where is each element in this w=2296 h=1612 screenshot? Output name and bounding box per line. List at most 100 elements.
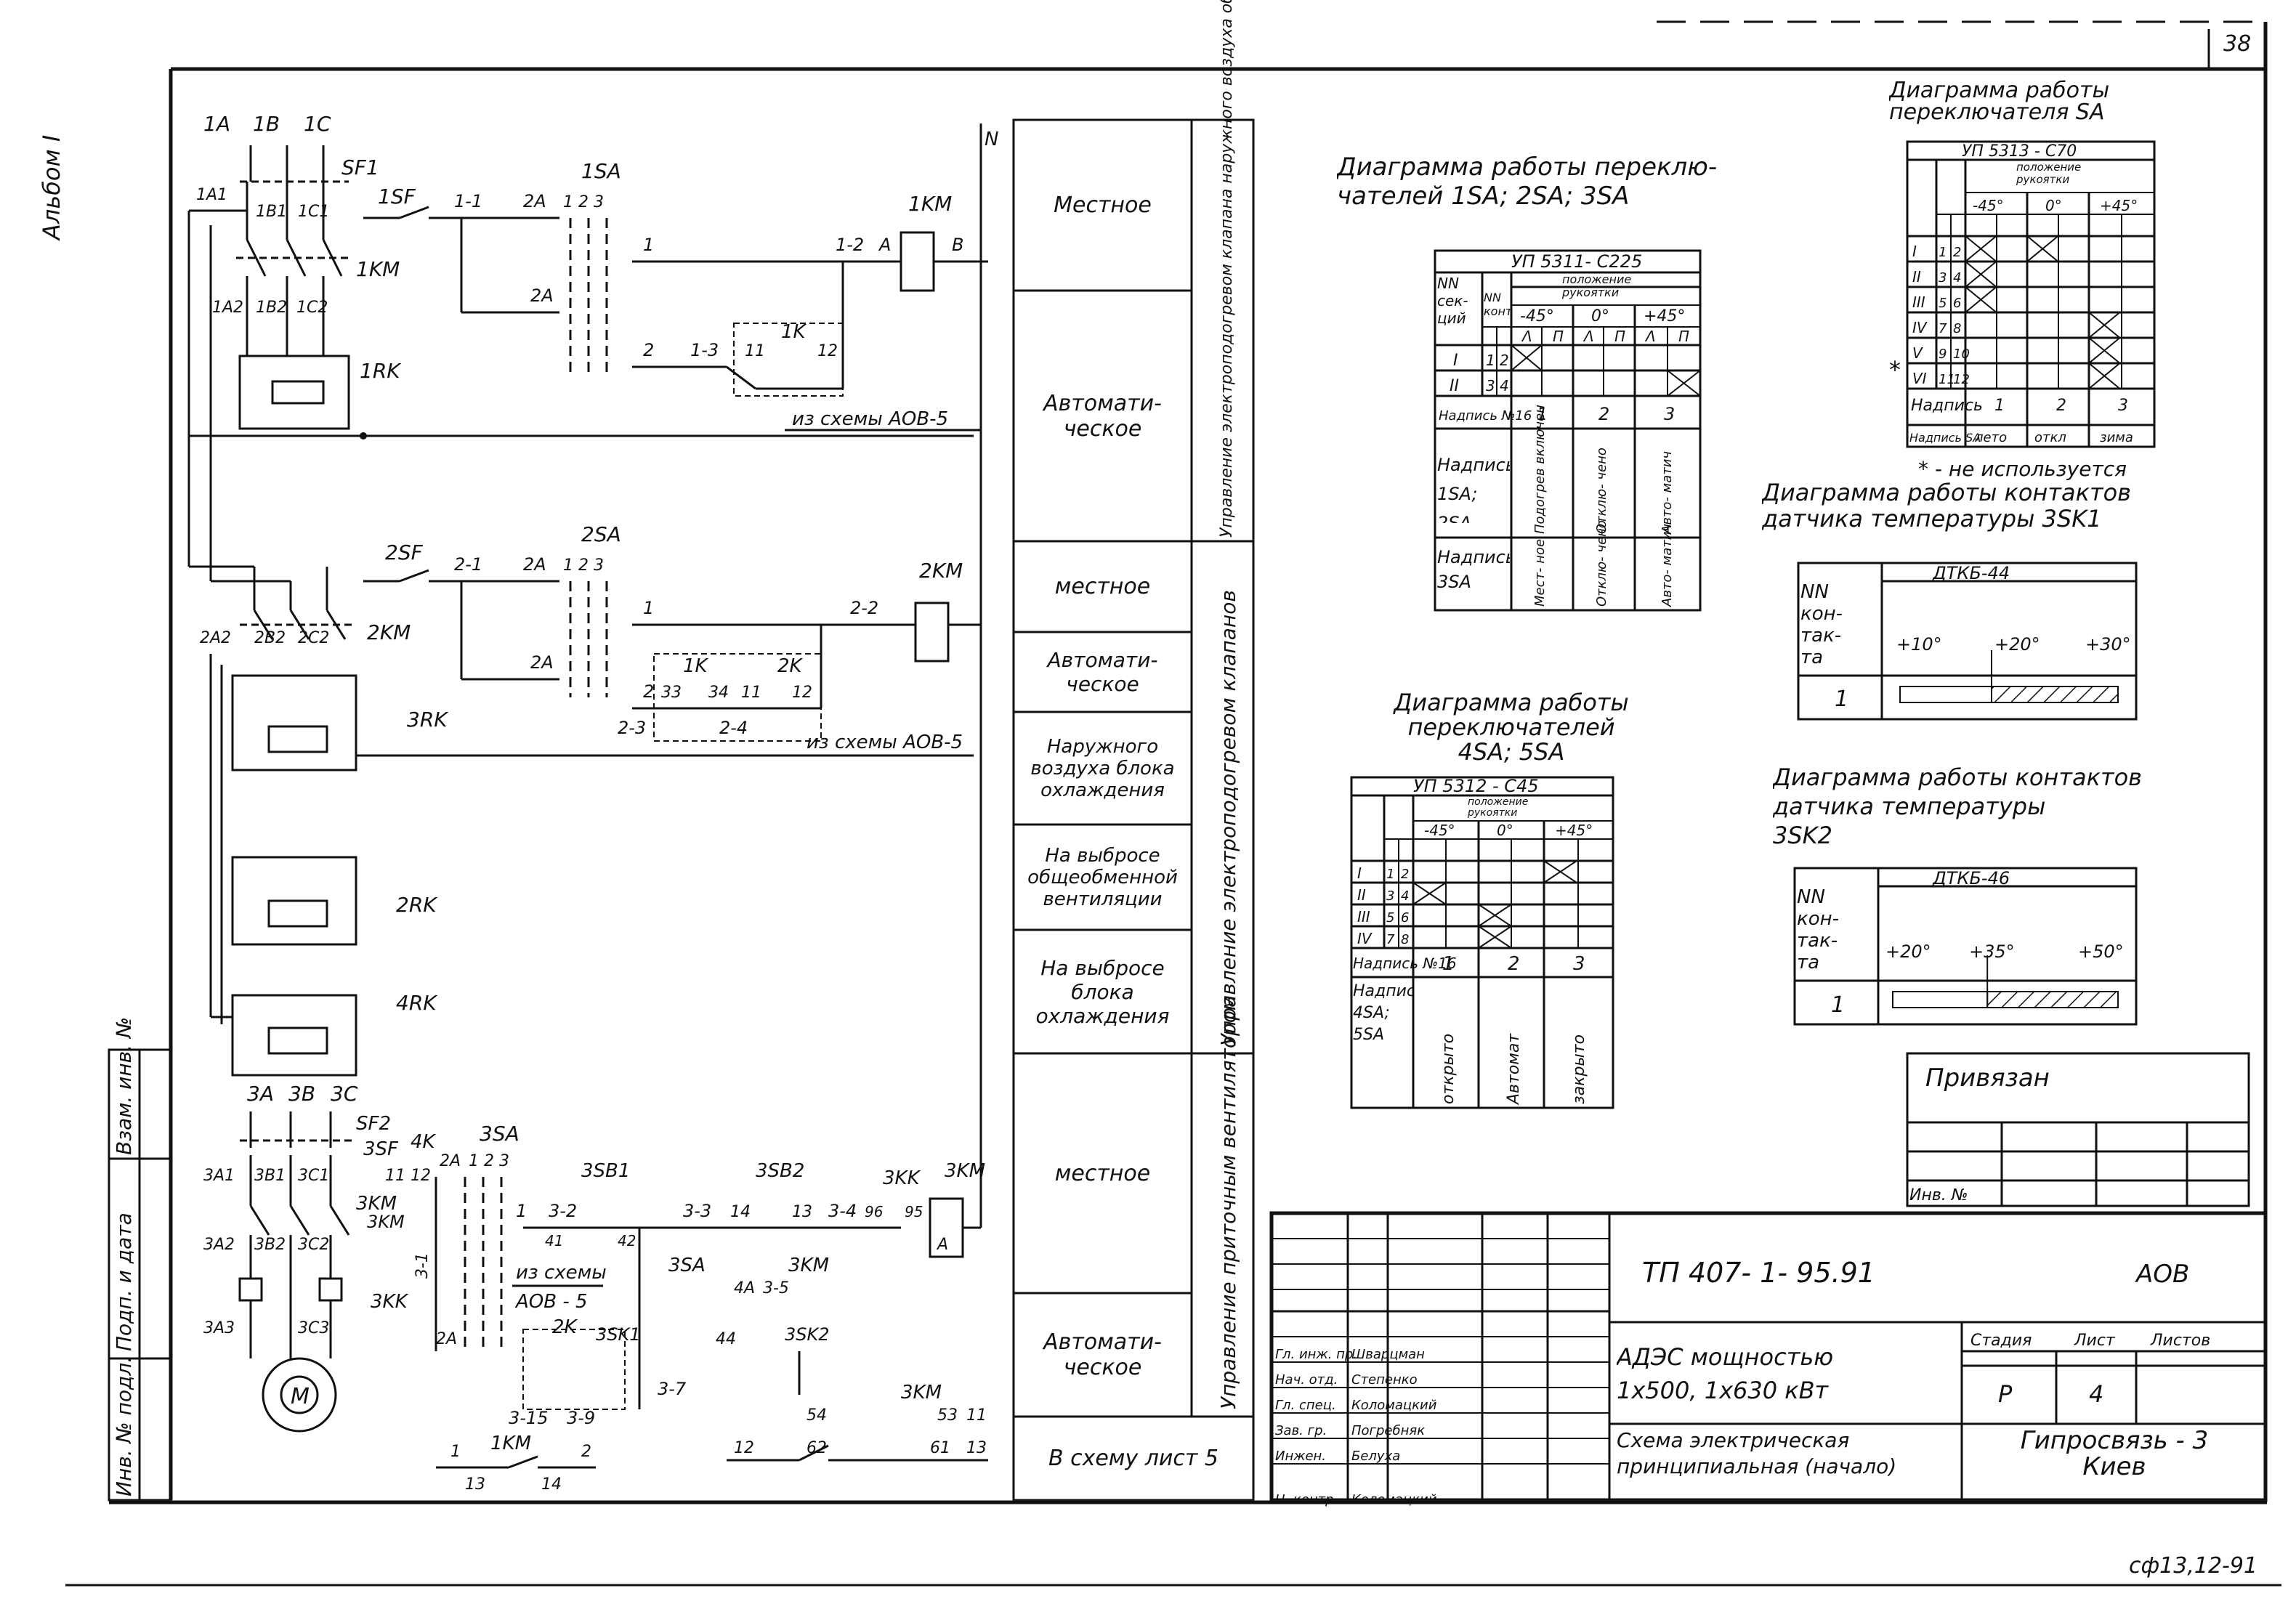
sa4-cross bbox=[1478, 926, 1512, 949]
sa1-out-1: 1 bbox=[643, 235, 654, 255]
stamp-inv-podl: Инв. № подл. bbox=[112, 1356, 136, 1496]
k2-contact-12: 12 bbox=[792, 684, 812, 702]
node-2a-5: 2A bbox=[436, 1330, 457, 1348]
diagram-1sa-table bbox=[1434, 249, 1702, 612]
sa-row-sec: II bbox=[1912, 268, 1921, 285]
k4-label: 4K bbox=[411, 1131, 437, 1153]
diagram-1sa-title: Диаграмма работы переклю- чателей 1SA; 2… bbox=[1337, 153, 1718, 211]
t-14: 14 bbox=[730, 1203, 751, 1221]
sk1-bar-closed bbox=[1991, 686, 2119, 703]
diagram-1sa-r2-c1: 3 bbox=[1486, 377, 1495, 394]
title-role: Гл. спец. bbox=[1275, 1398, 1336, 1413]
diagram-sa-note: * - не используется bbox=[1918, 457, 2127, 481]
sa-row-c1: 5 bbox=[1939, 296, 1947, 311]
node-3-7: 3-7 bbox=[658, 1379, 687, 1399]
control-circuit-2: 2SF 2-1 2A 2A 2SA 1 2 3 1 2-2 2KM 2 33 3… bbox=[363, 522, 981, 753]
coil-a-3: А bbox=[936, 1236, 948, 1254]
mode-footer: В схему лист 5 bbox=[1048, 1446, 1218, 1471]
diagram-4sa-label2-v1: открыто bbox=[1439, 1034, 1458, 1104]
diagram-4sa-label-v1: 1 bbox=[1442, 953, 1455, 975]
node-3-1: 3-1 bbox=[413, 1252, 432, 1279]
stamp-vzam-inv: Взам. инв. № bbox=[112, 1017, 136, 1155]
diagram-1sa-hdr-sec: NN сек- ций bbox=[1437, 275, 1468, 327]
sa-cross bbox=[2026, 235, 2059, 262]
diagram-1sa-label-v3: 3 bbox=[1664, 404, 1675, 424]
km3-contact-label-2: 3KM bbox=[788, 1255, 829, 1276]
title-sheet: 4 bbox=[2089, 1380, 2103, 1408]
mode-9: Автомати- ческое bbox=[1043, 1329, 1162, 1380]
title-name: Коломацкий bbox=[1351, 1398, 1437, 1413]
sa4-cross bbox=[1478, 904, 1512, 927]
sa-row-c2: 12 bbox=[1953, 372, 1970, 387]
sa4-row-c2: 4 bbox=[1401, 888, 1409, 904]
node-1-1: 1-1 bbox=[454, 191, 482, 211]
drawing-frame bbox=[65, 20, 2281, 1587]
t-42: 42 bbox=[618, 1232, 636, 1249]
mode-column bbox=[1012, 118, 1255, 1502]
sa-row-sec: III bbox=[1912, 293, 1925, 311]
km1-aux-label: 1KM bbox=[490, 1433, 531, 1454]
wire-3a1: 3A1 bbox=[203, 1167, 235, 1185]
privyazan-block bbox=[1906, 1052, 2250, 1207]
diagram-1sa-lp-6: П bbox=[1678, 328, 1689, 345]
node-2a-b: 2A bbox=[530, 285, 554, 306]
k2-contact-11: 11 bbox=[741, 684, 761, 702]
diagram-sa-table bbox=[1906, 140, 2156, 448]
t-1: 1 bbox=[516, 1201, 527, 1221]
km1-aux-2: 2 bbox=[581, 1443, 591, 1461]
sa4-row-c2: 2 bbox=[1401, 867, 1409, 882]
stamp-podp-data: Подп. и дата bbox=[112, 1212, 136, 1351]
diagram-3sk1-hdr: NN кон- так- та bbox=[1800, 581, 1843, 668]
sa1-contacts: 1 2 3 bbox=[563, 193, 604, 211]
km1-coil-label: 1KM bbox=[908, 192, 952, 216]
title-name: Шварцман bbox=[1351, 1347, 1425, 1362]
kk3-power-label: 3KK bbox=[371, 1291, 409, 1313]
power-circuit-2: 2KM 2A2 2B2 2C2 3RK 2RK 4RK bbox=[189, 565, 974, 1077]
node-3-4: 3-4 bbox=[828, 1201, 857, 1221]
terminal-3a: 3A bbox=[247, 1082, 274, 1106]
node-2-4: 2-4 bbox=[719, 718, 748, 738]
diagram-3sk1-bar bbox=[1899, 650, 2119, 703]
km3-aux-13: 13 bbox=[966, 1439, 987, 1457]
title-name: Погребняк bbox=[1351, 1423, 1425, 1438]
wire-2c2: 2C2 bbox=[298, 629, 329, 647]
sf2-control-label: 2SF bbox=[385, 540, 424, 564]
diagram-sa-label2-v2: откл bbox=[2034, 430, 2066, 445]
coil-b-1: В bbox=[952, 235, 963, 255]
t-41: 41 bbox=[545, 1232, 563, 1249]
diagram-3sk1-row: 1 bbox=[1835, 686, 1848, 712]
km3-aux-11: 11 bbox=[966, 1406, 987, 1425]
km1-aux-14: 14 bbox=[541, 1475, 562, 1494]
km3-aux-53: 53 bbox=[937, 1406, 958, 1425]
sa-row-sec: V bbox=[1912, 344, 1923, 362]
diagram-1sa-r1-sec: I bbox=[1453, 352, 1458, 370]
km3-aux-54: 54 bbox=[807, 1406, 827, 1425]
sa4-cross bbox=[1543, 860, 1577, 883]
diagram-1sa-label-3sa: Надпись 3SA bbox=[1437, 547, 1510, 592]
diagram-4sa-label-v3: 3 bbox=[1573, 953, 1585, 975]
diagram-sa-label-v1: 1 bbox=[1994, 397, 2005, 415]
sa-row-c1: 11 bbox=[1939, 372, 1955, 387]
diagram-sa-marks bbox=[1965, 235, 2121, 389]
sa3-contacts: 1 2 3 bbox=[469, 1152, 509, 1170]
diagram-3sk2-bar bbox=[1892, 955, 2119, 1008]
sa-cross bbox=[1965, 235, 1997, 262]
diagram-sa-hdr-pos: положение рукоятки bbox=[2016, 161, 2082, 186]
title-drawing: Схема электрическая принципиальная (нача… bbox=[1617, 1428, 1897, 1478]
diagram-1sa-model: УП 5311- С225 bbox=[1511, 251, 1642, 272]
from-aov5-ref-2: из схемы АОВ-5 bbox=[807, 732, 963, 753]
sa3-label-2: 3SA bbox=[668, 1255, 706, 1276]
control-circuit-1: 1SF 1-1 2A 2A 1SA 1 2 3 1 1-2 А 1KM В 2 … bbox=[363, 123, 998, 1191]
sa-row-c2: 6 bbox=[1953, 296, 1961, 311]
power-circuit-3: 3A 3B 3C SF2 3A1 3B1 3C1 3KM 3A2 3B2 3C2… bbox=[203, 1082, 409, 1433]
node-3-3: 3-3 bbox=[683, 1201, 711, 1221]
bottom-note: сф13,12-91 bbox=[2129, 1553, 2257, 1579]
from-scheme-ref-a: из схемы bbox=[516, 1262, 607, 1284]
diagram-1sa-label-1sa: Надпись 1SA; 2SA bbox=[1437, 455, 1510, 523]
sa-row-sec: I bbox=[1912, 243, 1917, 260]
diagram-sa-model: УП 5313 - С70 bbox=[1962, 142, 2077, 161]
from-scheme-ref-b: АОВ - 5 bbox=[514, 1291, 588, 1313]
wire-1c1: 1C1 bbox=[298, 203, 329, 221]
page-number: 38 bbox=[2223, 31, 2251, 57]
